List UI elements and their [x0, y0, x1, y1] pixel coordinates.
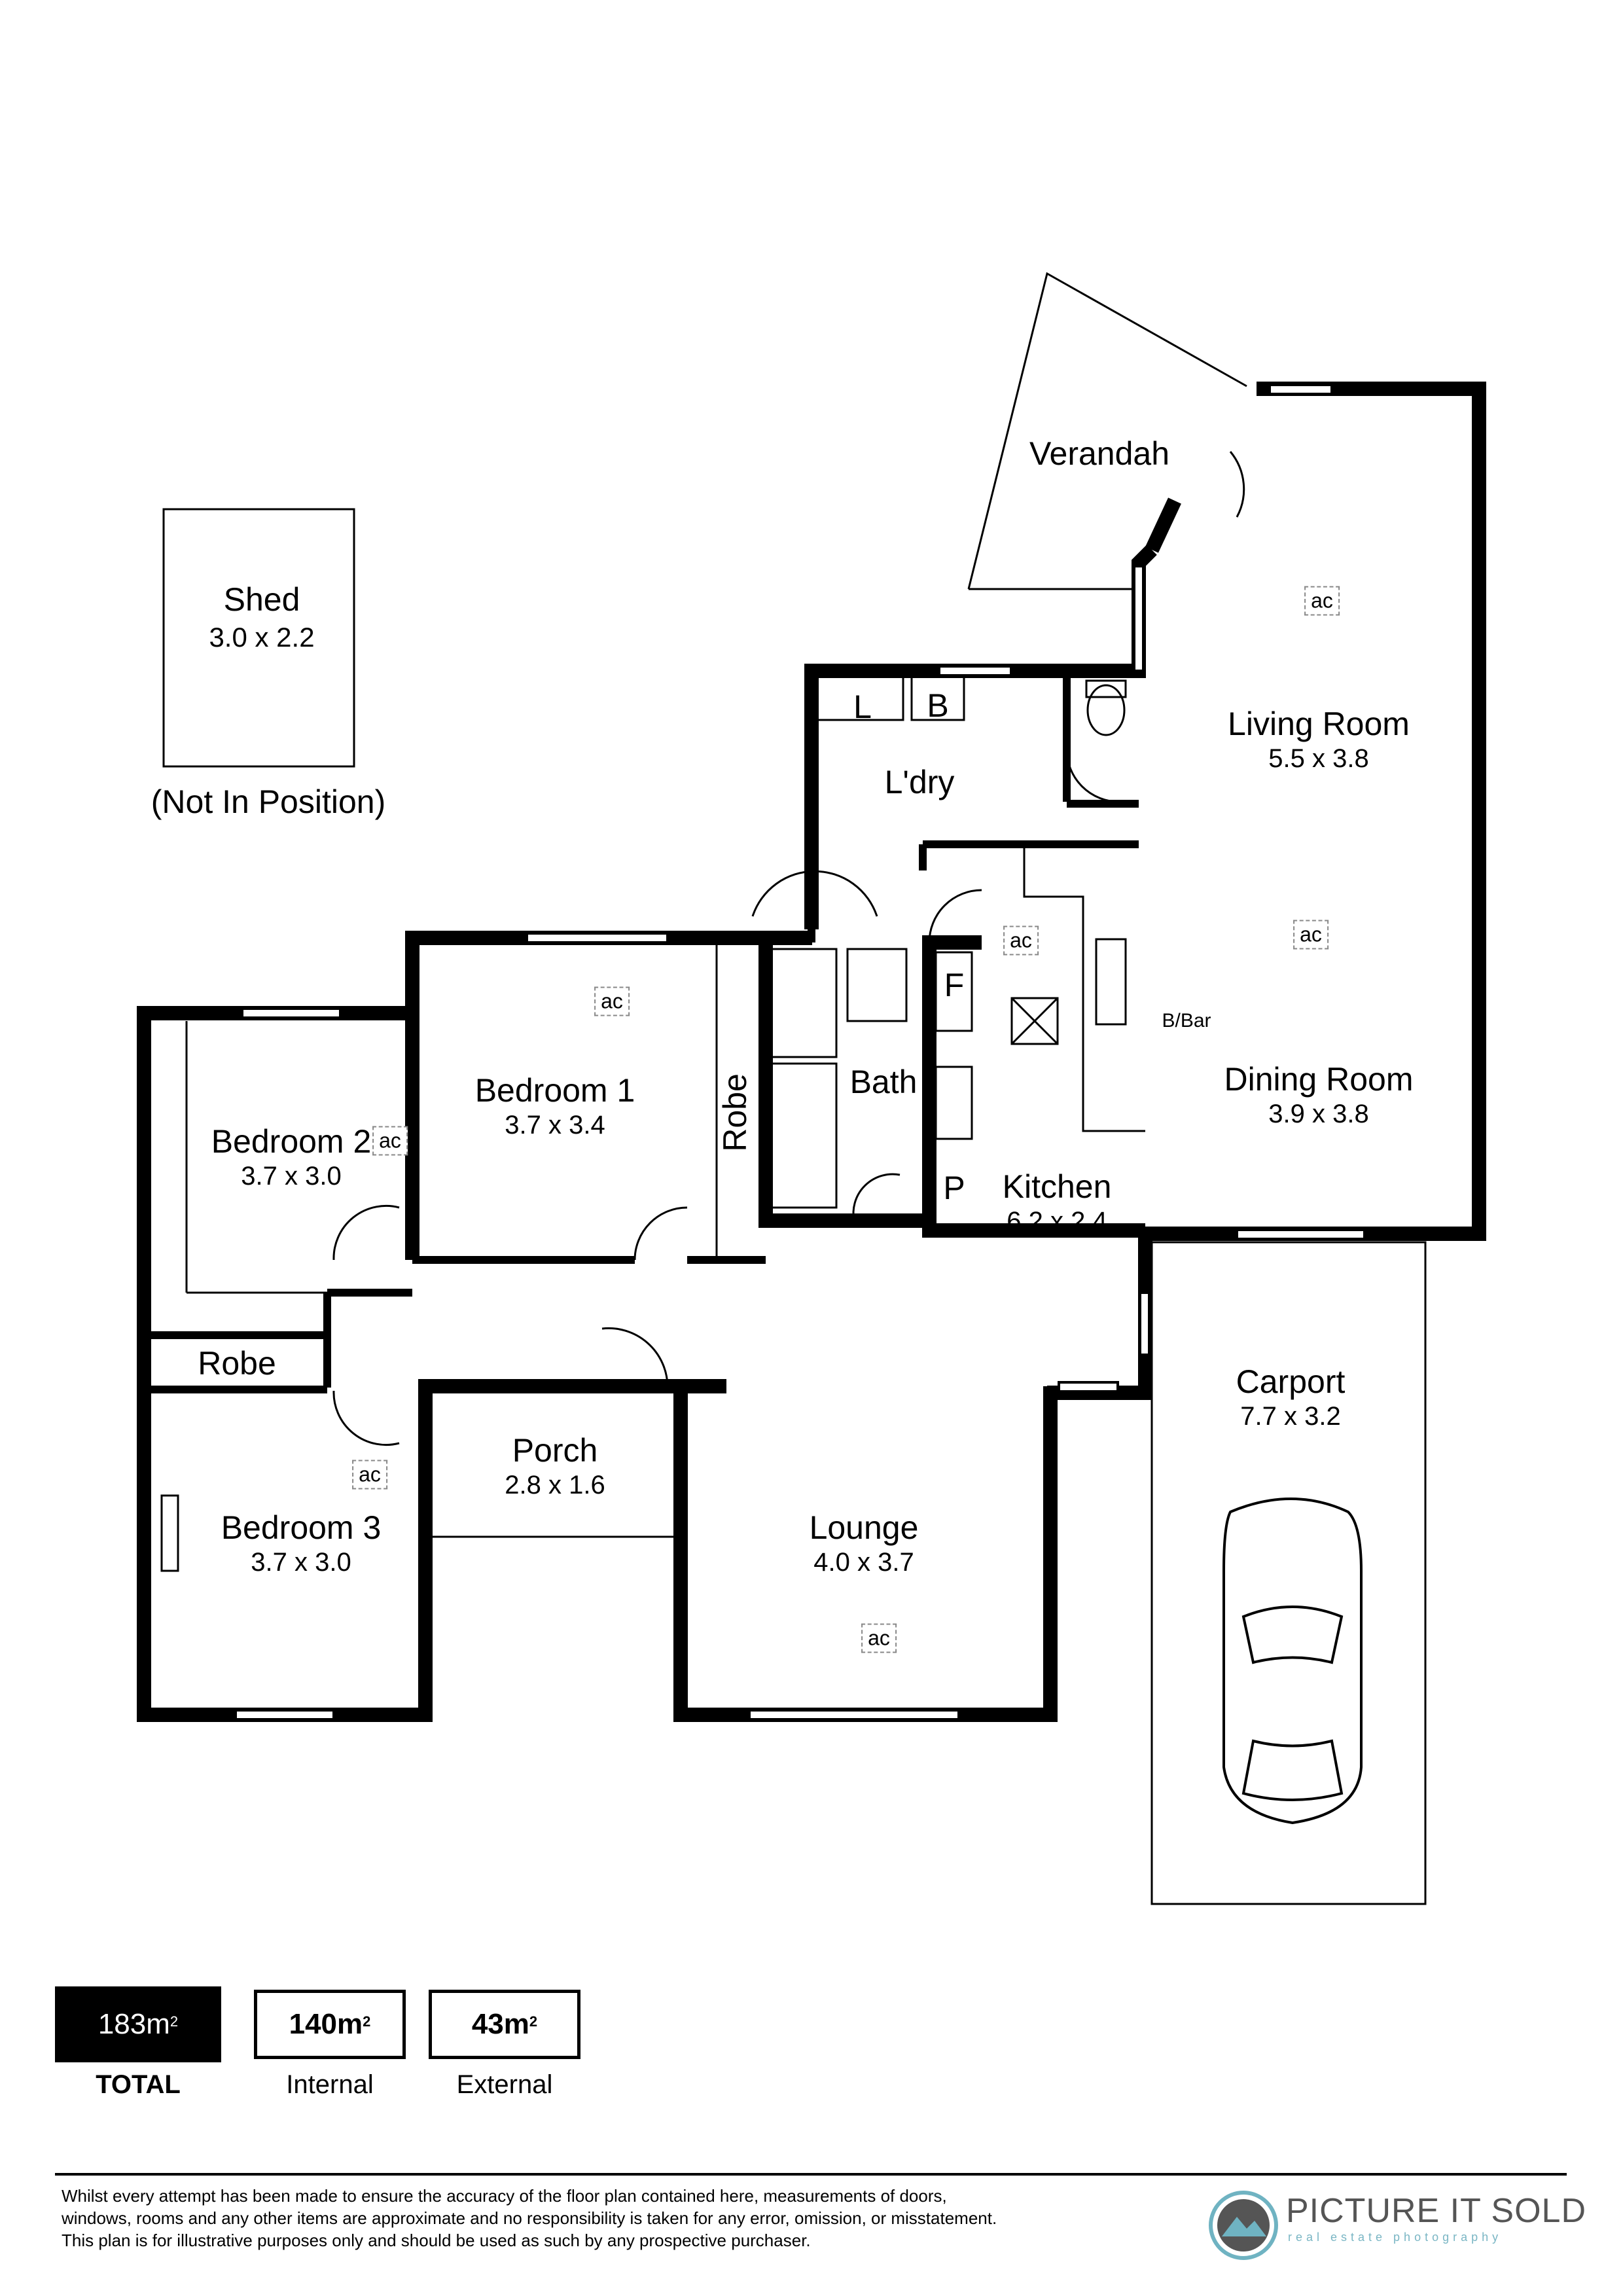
lounge-label: Lounge 4.0 x 3.7 — [809, 1509, 919, 1577]
brand-name: PICTURE IT SOLD — [1286, 2192, 1587, 2230]
external-area-caption: External — [456, 2070, 553, 2099]
windows — [234, 384, 1366, 1721]
ac-marker: ac — [352, 1460, 387, 1490]
shed-outline — [162, 508, 355, 768]
laundry-b-label: B — [927, 687, 949, 724]
ac-marker: ac — [1293, 920, 1329, 950]
footer-divider — [55, 2173, 1567, 2176]
ac-marker: ac — [1003, 925, 1039, 956]
ac-marker: ac — [1304, 586, 1340, 616]
total-area-caption: TOTAL — [96, 2070, 181, 2099]
shed-note: (Not In Position) — [151, 783, 386, 820]
bedroom-2-label: Bedroom 2 3.7 x 3.0 — [211, 1123, 372, 1191]
kitchen-label: Kitchen 6.2 x 2.4 — [1002, 1168, 1112, 1236]
shed-label: Shed 3.0 x 2.2 — [209, 581, 315, 653]
internal-walls — [144, 671, 1139, 1393]
fridge-label: F — [944, 967, 965, 1003]
brand-logo-icon — [1209, 2191, 1278, 2260]
fixtures — [160, 673, 1145, 1572]
robe-2-label: Robe — [198, 1345, 276, 1382]
car-icon — [1222, 1498, 1363, 1825]
bbar-label: B/Bar — [1162, 1010, 1211, 1031]
verandah-label: Verandah — [1029, 435, 1170, 472]
dining-room-label: Dining Room 3.9 x 3.8 — [1224, 1061, 1414, 1128]
carport-label: Carport 7.7 x 3.2 — [1236, 1363, 1346, 1431]
disclaimer: Whilst every attempt has been made to en… — [62, 2186, 997, 2250]
laundry-label: L'dry — [884, 764, 955, 800]
ac-marker: ac — [861, 1623, 897, 1653]
internal-area-caption: Internal — [286, 2070, 374, 2099]
door-swings — [332, 451, 1245, 1446]
robe-1-label: Robe — [717, 1073, 753, 1152]
porch-label: Porch 2.8 x 1.6 — [505, 1432, 605, 1499]
verandah-outline — [967, 272, 1247, 590]
bedroom-3-label: Bedroom 3 3.7 x 3.0 — [221, 1509, 382, 1577]
carport-outline — [1150, 1241, 1427, 1905]
living-room-label: Living Room 5.5 x 3.8 — [1228, 706, 1410, 773]
bath-label: Bath — [849, 1064, 918, 1100]
pantry-label: P — [943, 1170, 965, 1206]
brand-tagline: real estate photography — [1288, 2231, 1503, 2244]
bedroom-1-label: Bedroom 1 3.7 x 3.4 — [474, 1072, 635, 1139]
ac-marker: ac — [372, 1126, 408, 1156]
ac-marker: ac — [594, 986, 630, 1016]
laundry-l-label: L — [853, 689, 872, 725]
